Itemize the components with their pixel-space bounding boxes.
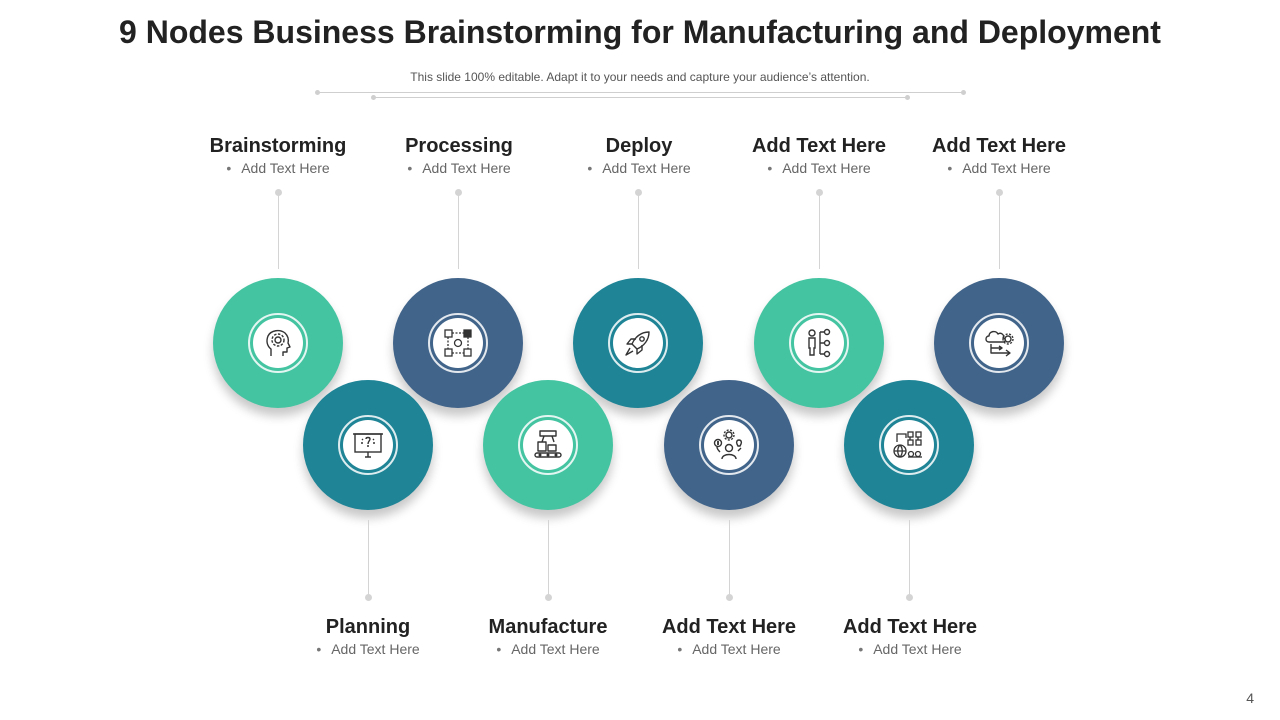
node-icon-circle — [433, 318, 483, 368]
connector-line — [278, 193, 279, 269]
node-title: Deploy — [605, 135, 673, 157]
connector-line — [999, 193, 1000, 269]
connector-line — [368, 520, 369, 596]
node-manufacture[interactable] — [483, 380, 613, 510]
node-title: Add Text Here — [931, 135, 1067, 157]
node-title: Brainstorming — [209, 135, 347, 157]
node-label-bottom-3: Add Text Here Add Text Here — [639, 615, 819, 659]
presentation-board-icon — [353, 433, 383, 458]
node-ring — [518, 415, 578, 475]
node-label-brainstorming: Brainstorming Add Text Here — [188, 134, 368, 178]
rocket-icon — [625, 331, 650, 356]
node-ring — [338, 415, 398, 475]
node-text: Add Text Here — [369, 158, 549, 178]
node-text: Add Text Here — [549, 158, 729, 178]
node-label-deploy: Deploy Add Text Here — [549, 134, 729, 178]
node-processing[interactable] — [393, 278, 523, 408]
node-bottom-4[interactable] — [844, 380, 974, 510]
node-text: Add Text Here — [278, 639, 458, 659]
connector-line — [729, 520, 730, 596]
node-icon-circle — [704, 420, 754, 470]
connector-dot — [906, 594, 913, 601]
node-deploy[interactable] — [573, 278, 703, 408]
node-label-processing: Processing Add Text Here — [369, 134, 549, 178]
connector-dot — [545, 594, 552, 601]
connector-dot — [455, 189, 462, 196]
title-underline-dot — [905, 95, 910, 100]
connector-dot — [275, 189, 282, 196]
node-top-5[interactable] — [934, 278, 1064, 408]
connector-dot — [635, 189, 642, 196]
node-icon-circle — [884, 420, 934, 470]
node-label-top-5: Add Text Here Add Text Here — [909, 134, 1089, 178]
robot-arm-icon — [534, 430, 562, 458]
head-gear-icon — [266, 329, 291, 356]
title-underline-bottom — [374, 97, 908, 98]
node-bottom-3[interactable] — [664, 380, 794, 510]
node-ring — [428, 313, 488, 373]
node-text: Add Text Here — [458, 639, 638, 659]
node-planning[interactable] — [303, 380, 433, 510]
node-ring — [879, 415, 939, 475]
node-icon-circle — [523, 420, 573, 470]
connector-line — [458, 193, 459, 269]
node-icon-circle — [343, 420, 393, 470]
node-ring — [699, 415, 759, 475]
node-title: Add Text Here — [842, 616, 978, 638]
process-workflow-icon — [444, 329, 472, 357]
connector-line — [638, 193, 639, 269]
slide-title: 9 Nodes Business Brainstorming for Manuf… — [119, 14, 1161, 50]
node-label-top-4: Add Text Here Add Text Here — [729, 134, 909, 178]
node-ring — [969, 313, 1029, 373]
node-label-bottom-4: Add Text Here Add Text Here — [820, 615, 1000, 659]
node-title: Add Text Here — [661, 616, 797, 638]
node-icon-circle — [794, 318, 844, 368]
node-icon-circle — [613, 318, 663, 368]
person-hierarchy-icon — [808, 328, 831, 358]
node-brainstorming[interactable] — [213, 278, 343, 408]
node-title: Manufacture — [488, 616, 608, 638]
title-underline-dot — [315, 90, 320, 95]
title-underline-dot — [961, 90, 966, 95]
node-ring — [789, 313, 849, 373]
node-label-planning: Planning Add Text Here — [278, 615, 458, 659]
node-title: Planning — [325, 616, 411, 638]
node-icon-circle — [974, 318, 1024, 368]
title-underline-dot — [371, 95, 376, 100]
factory-network-icon — [893, 431, 922, 458]
node-title: Add Text Here — [751, 135, 887, 157]
connector-dot — [816, 189, 823, 196]
connector-line — [548, 520, 549, 596]
node-text: Add Text Here — [820, 639, 1000, 659]
node-title: Processing — [405, 135, 513, 157]
connector-line — [819, 193, 820, 269]
node-ring — [248, 313, 308, 373]
node-text: Add Text Here — [729, 158, 909, 178]
page-number: 4 — [1246, 690, 1254, 706]
connector-dot — [726, 594, 733, 601]
slide-subtitle: This slide 100% editable. Adapt it to yo… — [410, 70, 870, 84]
node-icon-circle — [253, 318, 303, 368]
connector-dot — [996, 189, 1003, 196]
title-underline-top — [318, 92, 964, 93]
node-text: Add Text Here — [188, 158, 368, 178]
person-idea-icon — [713, 429, 743, 460]
node-ring — [608, 313, 668, 373]
node-text: Add Text Here — [909, 158, 1089, 178]
node-top-4[interactable] — [754, 278, 884, 408]
node-text: Add Text Here — [639, 639, 819, 659]
connector-dot — [365, 594, 372, 601]
node-label-manufacture: Manufacture Add Text Here — [458, 615, 638, 659]
connector-line — [909, 520, 910, 596]
cloud-gear-icon — [985, 330, 1014, 357]
